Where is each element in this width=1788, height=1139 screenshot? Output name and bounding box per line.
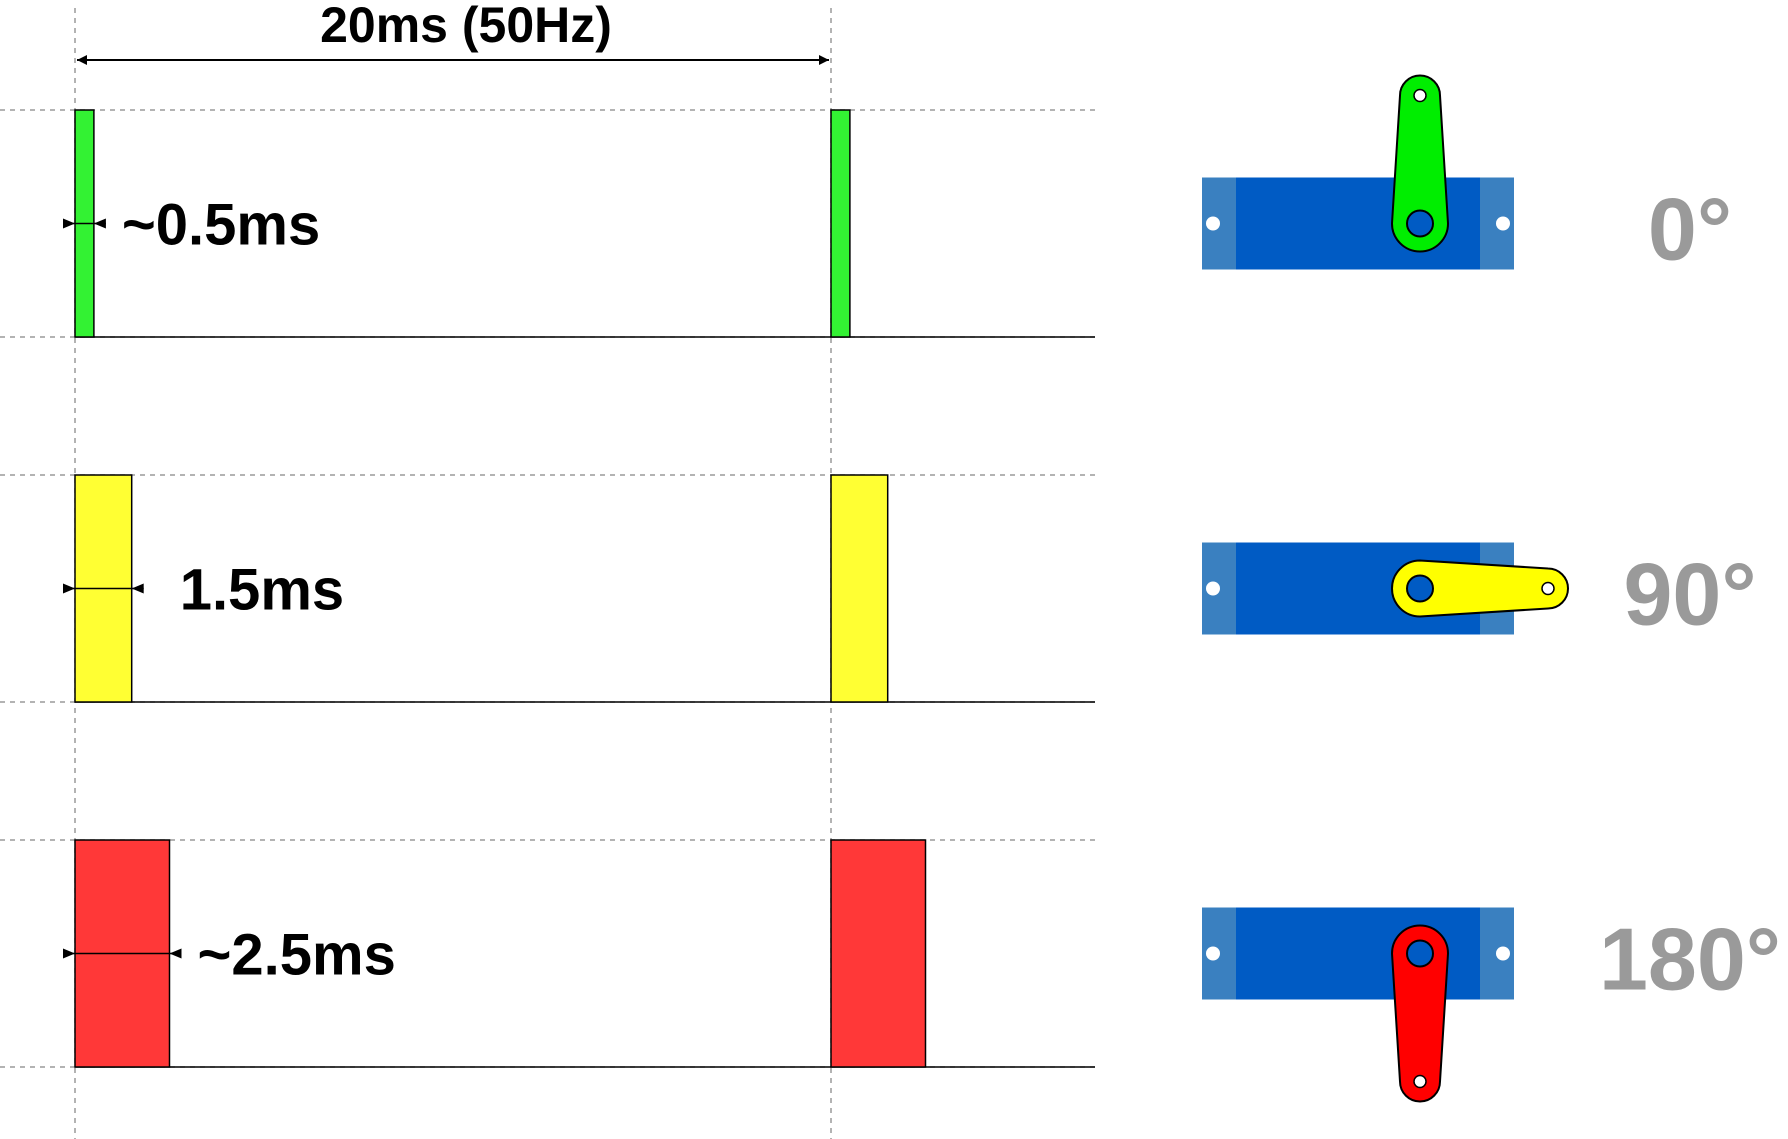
servo-hub bbox=[1406, 939, 1434, 968]
pulse-bar-next bbox=[830, 109, 851, 338]
pulse-width-label: ~2.5ms bbox=[198, 923, 396, 988]
pulse-width-label: ~0.5ms bbox=[122, 193, 320, 258]
pulse-bar-next bbox=[830, 474, 889, 703]
angle-label: 180° bbox=[1599, 910, 1781, 1009]
servo-mount-hole-right bbox=[1496, 946, 1510, 961]
servo-horn bbox=[1391, 559, 1569, 618]
angle-label: 0° bbox=[1648, 180, 1732, 279]
pulse-width-label: 1.5ms bbox=[180, 558, 344, 623]
servo-hub bbox=[1406, 574, 1434, 603]
servo-mount-hole-left bbox=[1206, 946, 1220, 961]
pulse-width-arrow-left bbox=[63, 583, 75, 594]
servo-horn-hole bbox=[1541, 581, 1555, 596]
pulse-width-arrow-right bbox=[131, 583, 144, 594]
servo-horn bbox=[1390, 924, 1450, 1103]
servo-horn-hole bbox=[1413, 1074, 1427, 1089]
servo-horn bbox=[1390, 74, 1450, 253]
servo-horn-hole bbox=[1413, 88, 1427, 103]
servo-mount-hole-left bbox=[1206, 581, 1220, 596]
pulse-width-arrow-right bbox=[169, 948, 182, 959]
servo-mount-hole-left bbox=[1206, 216, 1220, 231]
servo-hub bbox=[1406, 209, 1434, 238]
pwm-rows: ~0.5ms 0° 1.5ms 90° ~2.5ms 180° bbox=[0, 74, 1781, 1103]
servo-mount-hole-right bbox=[1496, 216, 1510, 231]
period-label: 20ms (50Hz) bbox=[320, 0, 612, 53]
angle-label: 90° bbox=[1623, 545, 1756, 644]
pulse-bar-next bbox=[830, 839, 927, 1068]
pulse-width-arrow-right bbox=[93, 218, 106, 229]
pulse-width-arrow-left bbox=[63, 218, 75, 229]
pulse-width-arrow-left bbox=[63, 948, 75, 959]
